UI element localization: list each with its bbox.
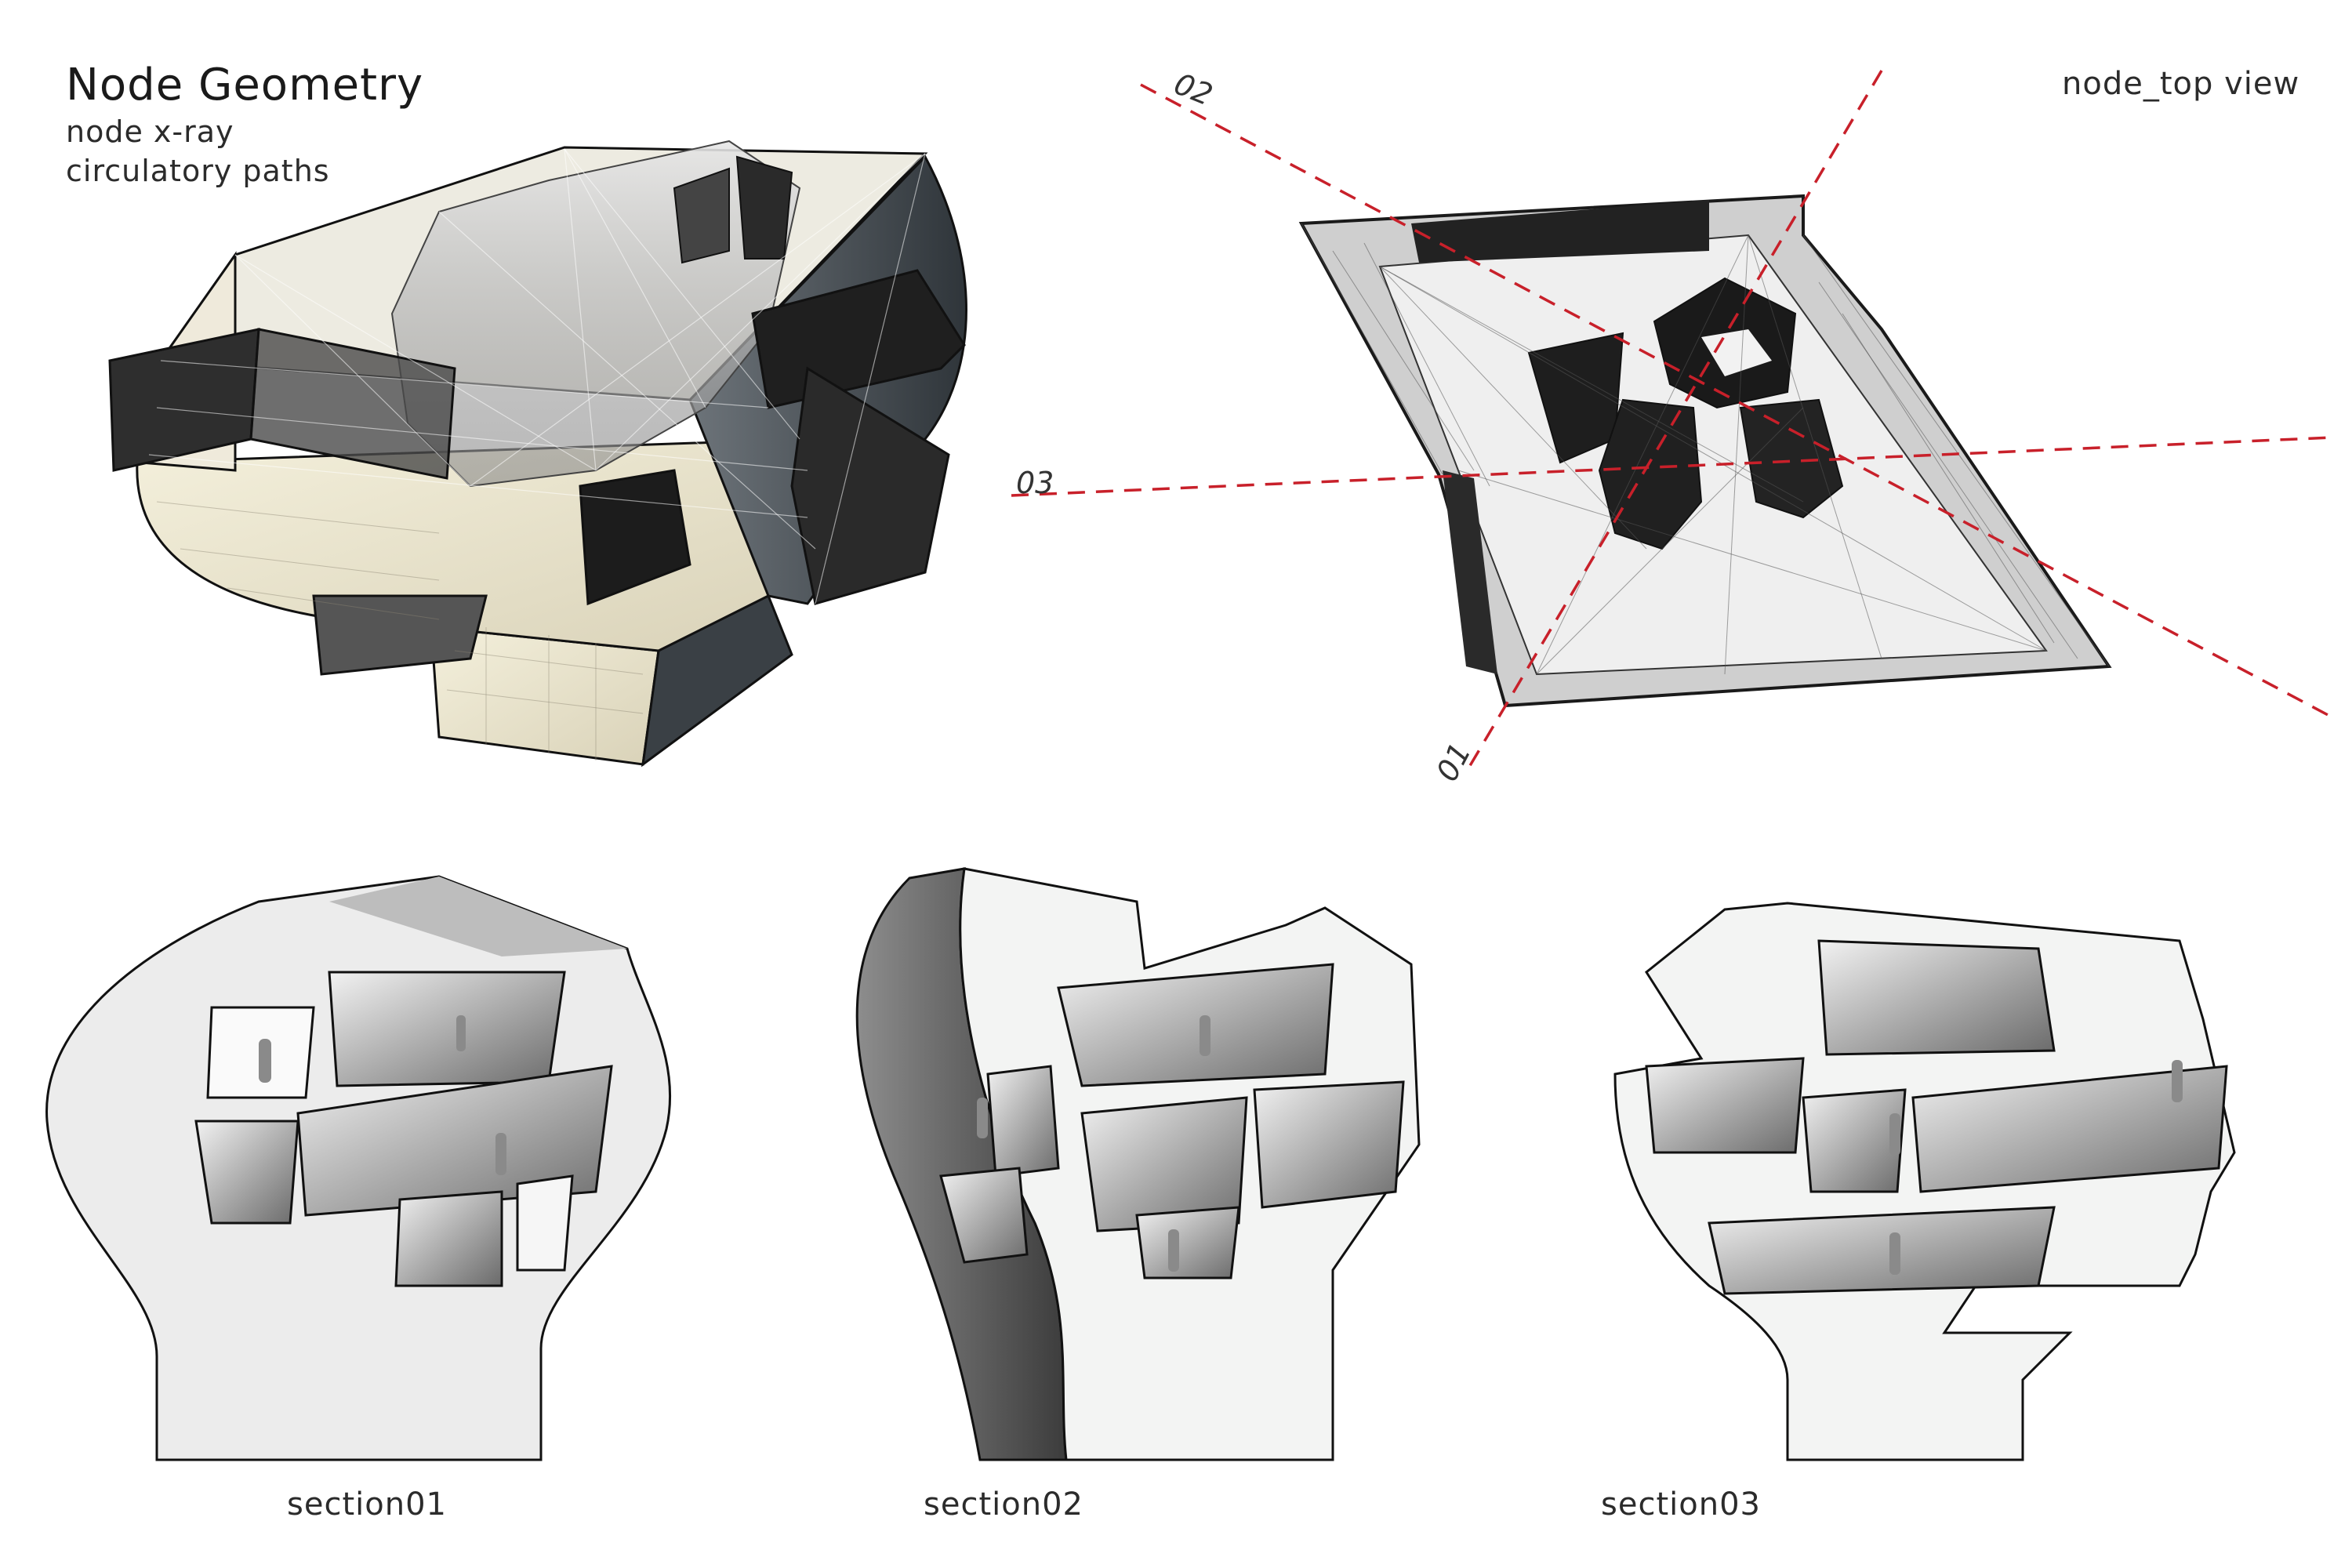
node-top-view xyxy=(1011,70,2333,773)
node-xray-perspective xyxy=(108,140,967,768)
subtitle-xray: node x-ray xyxy=(66,114,234,149)
axis-label-03: 03 xyxy=(1016,466,1054,500)
section01-figures xyxy=(259,1015,506,1175)
section03-drawing xyxy=(1613,902,2236,1461)
section-cut-lines xyxy=(1011,70,2333,773)
section02-caption: section02 xyxy=(924,1486,1083,1523)
section01-caption: section01 xyxy=(287,1486,447,1523)
section01-drawing xyxy=(45,875,672,1461)
section02-drawing xyxy=(855,867,1421,1461)
section02-figures xyxy=(977,1015,1210,1272)
subtitle-circulation: circulatory paths xyxy=(66,154,330,188)
section03-caption: section03 xyxy=(1601,1486,1761,1523)
section03-figures xyxy=(1889,1060,2183,1275)
page-title: Node Geometry xyxy=(66,60,424,111)
top-view-label: node_top view xyxy=(2062,66,2300,102)
